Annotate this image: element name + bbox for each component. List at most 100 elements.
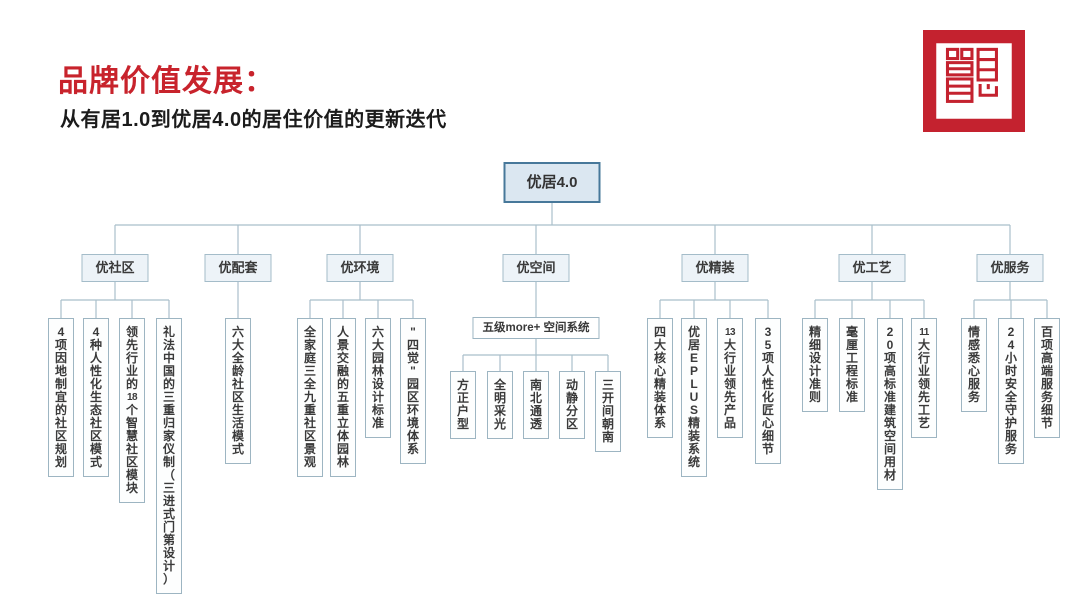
leaf-char: 细 [1040,403,1053,417]
leaf-char: 林 [371,364,384,378]
leaf-char: 材 [883,468,896,482]
leaf-char: 标 [845,377,858,391]
leaf-char: 规 [54,442,67,456]
leaf-char: 准 [845,390,858,404]
leaf-char: 方 [456,378,469,392]
leaf-char: 5 [764,338,772,352]
leaf-char: 中 [162,351,175,365]
leaf-char: 朝 [601,417,614,431]
leaf-char: 护 [1004,416,1017,430]
leaf-char: 因 [54,351,67,365]
leaf-char: 系 [653,416,666,430]
branch-node: 优环境 [326,254,394,282]
leaf-char: 高 [883,364,896,378]
leaf-node: 六大园林设计标准 [365,318,391,438]
leaf-char: 礼 [162,325,175,339]
leaf-char: 光 [493,417,506,431]
leaf-char: 社 [125,442,138,456]
leaf-char: （ [162,468,175,482]
leaf-char: 法 [162,338,175,352]
leaf-char: 毫 [845,325,858,339]
leaf-char: 生 [231,403,244,417]
group-node: 五级more+ 空间系统 [472,317,600,339]
leaf-char: 心 [761,416,774,430]
leaf-char: 核 [653,351,666,365]
leaf-node: 精细设计准则 [802,318,828,412]
leaf-char: 家 [303,338,316,352]
leaf-char: E [689,351,698,365]
leaf-char: 的 [336,377,349,391]
leaf-char: 交 [336,351,349,365]
leaf-char: 先 [723,390,736,404]
leaf-char: 准 [808,377,821,391]
leaf-node: "四觉"园区环境体系 [400,318,426,464]
leaf-char: 2 [886,325,894,339]
leaf-char: 立 [336,416,349,430]
leaf-char: 节 [1040,416,1053,430]
leaf-char: 区 [303,429,316,443]
leaf-char: 三 [162,390,175,404]
leaf-char: 大 [653,338,666,352]
leaf-char: 园 [406,377,419,391]
leaf-char: 全 [303,377,316,391]
leaf-char: 南 [601,430,614,444]
leaf-char: 块 [125,481,138,495]
leaf-node: 全明采光 [487,371,513,439]
leaf-char: 户 [456,404,469,418]
leaf-char: 重 [303,403,316,417]
leaf-char: L [690,377,698,391]
leaf-char: 计 [371,390,384,404]
leaf-char: 龄 [231,364,244,378]
leaf-char: 四 [653,325,666,339]
leaf-char: 通 [529,404,542,418]
leaf-char: 园 [336,442,349,456]
leaf-char: 领 [723,377,736,391]
leaf-char: 智 [125,416,138,430]
leaf-char: 仪 [162,442,175,456]
leaf-node: 人景交融的五重立体园林 [330,318,356,477]
leaf-char: 行 [917,351,930,365]
leaf-char: 模 [231,429,244,443]
leaf-char: 性 [89,364,102,378]
leaf-char: 产 [723,403,736,417]
leaf-char: 精 [653,377,666,391]
leaf-char: 六 [371,325,384,339]
leaf-char: 务 [1040,390,1053,404]
leaf-char: 用 [883,455,896,469]
leaf-char: 区 [565,417,578,431]
leaf-char: 区 [54,429,67,443]
leaf-char: 业 [125,364,138,378]
leaf-char: 匠 [761,403,774,417]
leaf-char: 性 [761,377,774,391]
leaf-char: 大 [231,338,244,352]
leaf-char: 空 [883,429,896,443]
leaf-char: 观 [303,455,316,469]
branch-node: 优社区 [81,254,149,282]
leaf-char: 慧 [125,429,138,443]
leaf-char: 端 [1040,364,1053,378]
leaf-char: 小 [1004,351,1017,365]
leaf-char: 正 [456,391,469,405]
leaf-char: 重 [162,403,175,417]
leaf-char: 先 [125,338,138,352]
leaf-char: 三 [601,378,614,392]
leaf-char: 人 [89,351,102,365]
leaf-char: 精 [687,416,700,430]
leaf-char: 间 [601,404,614,418]
leaf-char: 分 [565,404,578,418]
branch-node: 优空间 [502,254,570,282]
leaf-char: 18 [126,392,138,403]
leaf-char: 项 [761,351,774,365]
leaf-char: 区 [125,455,138,469]
leaf-char: 4 [92,325,100,339]
leaf-char: 的 [54,403,67,417]
leaf-char: 项 [1040,338,1053,352]
leaf-char: 觉 [406,351,419,365]
leaf-char: 间 [883,442,896,456]
leaf-char: 环 [406,403,419,417]
leaf-char: 计 [162,559,175,573]
